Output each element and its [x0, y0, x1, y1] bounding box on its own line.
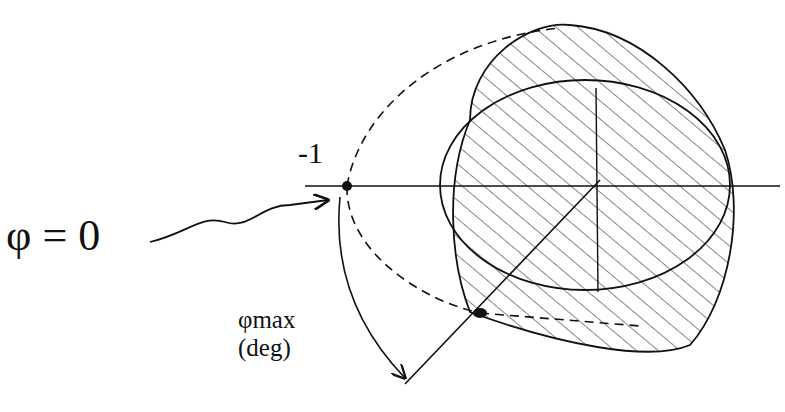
imaginary-axis [596, 88, 598, 292]
phase-line [405, 180, 600, 384]
critical-point [342, 181, 352, 191]
real-axis [305, 185, 780, 187]
hatched-region [453, 25, 734, 352]
dashed-arc [347, 186, 480, 313]
crossing-point [473, 308, 487, 318]
angle-arc [339, 197, 405, 378]
point-label: -1 [298, 136, 323, 169]
phase-label: φ = 0 [6, 212, 100, 260]
unit-circle [440, 80, 730, 290]
dashed-arc [347, 28, 560, 186]
pointer-arrow [150, 200, 328, 242]
angle-label: φmax (deg) [238, 306, 328, 361]
dashed-line [480, 313, 640, 326]
